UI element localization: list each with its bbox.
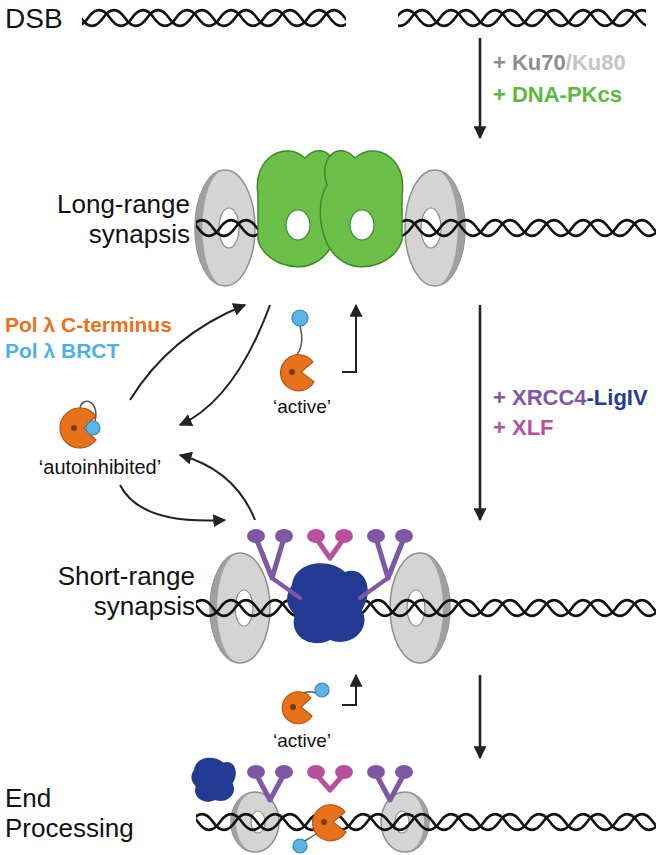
stage-label: Short-range synapsis	[5, 562, 195, 622]
xrcc4-dimer	[367, 765, 413, 800]
dna-pkcs	[320, 151, 402, 267]
arrow-connector	[120, 485, 225, 521]
stage-node: ‘active’	[262, 350, 342, 418]
pol-lambda-active	[281, 355, 314, 391]
stage-node: DSB	[0, 0, 661, 38]
dna-duplex	[196, 595, 656, 621]
ligase-iv-released	[191, 758, 235, 802]
protein-label: /Ku80	[566, 50, 626, 75]
xlf-head	[335, 765, 353, 779]
stage-node: Long-range synapsis	[0, 138, 661, 305]
stage-label: ‘active’	[262, 396, 342, 418]
active-site	[289, 369, 295, 375]
stage-label: ‘active’	[262, 730, 342, 752]
protein-label: + XRCC4	[493, 385, 587, 410]
dna-helix	[196, 809, 656, 835]
dna-right-end	[398, 5, 646, 31]
stage-node: ‘active’	[262, 686, 342, 752]
dna-helix	[82, 5, 646, 31]
dna-helix	[196, 595, 656, 621]
protein-label: Pol λ BRCT	[5, 339, 119, 362]
protein-label: + XLF	[493, 415, 554, 440]
xlf-head	[307, 529, 325, 543]
protein-label: -LigIV	[587, 385, 648, 410]
arrow-connector	[479, 675, 482, 758]
tether	[296, 326, 302, 356]
stage-node: End Processing	[0, 758, 661, 855]
arrow-connector	[130, 305, 245, 400]
arrow-connector	[479, 305, 482, 520]
arrow-connector	[180, 455, 255, 520]
label-line: Pol λ BRCT	[5, 339, 119, 363]
brct-domain	[86, 421, 100, 435]
stage-label: End Processing	[5, 784, 175, 844]
label-line: + Ku70/Ku80	[493, 50, 626, 75]
xlf-head	[307, 765, 325, 779]
stage-node: Short-range synapsis	[0, 520, 661, 675]
active-site	[290, 704, 296, 710]
arrow-connector	[342, 675, 356, 705]
ligase-iv	[287, 563, 368, 643]
active-site	[321, 819, 327, 825]
brct-domain	[293, 839, 307, 853]
label-line: + XRCC4-LigIV	[493, 385, 648, 410]
stage-label: DSB	[5, 3, 85, 35]
xrcc4-dimer	[247, 765, 293, 800]
xlf-head	[335, 529, 353, 543]
brct-domain	[292, 310, 308, 326]
dna-left-end	[82, 5, 346, 31]
protein-label: + DNA-PKcs	[493, 82, 622, 107]
label-line: Pol λ C-terminus	[5, 313, 172, 337]
arrow-connector	[180, 305, 270, 425]
stage-label: Long-range synapsis	[5, 190, 190, 250]
dna-duplex	[196, 809, 656, 835]
active-site	[71, 425, 77, 431]
xrcc4-tail	[272, 578, 388, 598]
stage-label: ‘autoinhibited’	[20, 456, 180, 479]
protein-label: Pol λ C-terminus	[5, 313, 172, 336]
arrow-connector	[342, 305, 356, 372]
pol-lambda-active	[282, 692, 312, 724]
stage-node: ‘autoinhibited’	[20, 400, 180, 485]
label-line: + DNA-PKcs	[493, 82, 622, 107]
arrow-connector	[479, 38, 482, 138]
xrcc4-dimer	[247, 529, 293, 578]
xrcc4-dimer	[367, 529, 413, 578]
brct-domain	[315, 683, 329, 697]
label-line: + XLF	[493, 415, 554, 440]
pol-lambda-bound	[313, 805, 346, 841]
protein-label: + Ku70	[493, 50, 566, 75]
